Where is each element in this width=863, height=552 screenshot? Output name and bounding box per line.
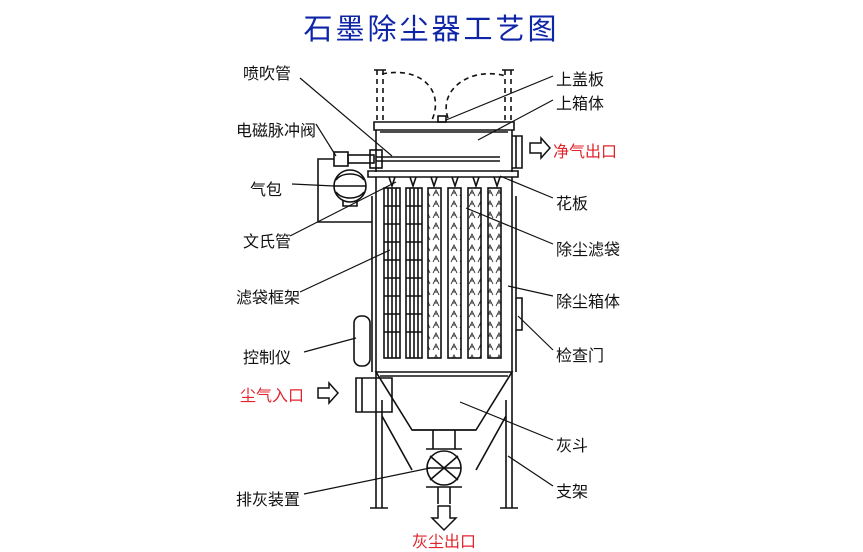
label-pulse-valve: 电磁脉冲阀 <box>236 121 317 140</box>
filter-bag-cage <box>383 187 423 359</box>
controller <box>353 315 371 367</box>
ash-outlet-arrow <box>430 505 458 532</box>
diagram-title: 石墨除尘器工艺图 <box>303 12 560 46</box>
label-ash-outlet: 灰尘出口 <box>412 532 477 551</box>
label-top-cover: 上盖板 <box>556 70 605 89</box>
pulse-valve <box>333 151 349 167</box>
label-filter-bag: 除尘滤袋 <box>556 240 621 259</box>
top-cover-plate <box>373 121 515 131</box>
label-hopper: 灰斗 <box>556 436 589 455</box>
dust-filter-bags <box>427 187 502 359</box>
label-support: 支架 <box>556 482 589 501</box>
label-tube-sheet: 花板 <box>556 194 589 213</box>
label-upper-box: 上箱体 <box>556 94 605 113</box>
inspection-door <box>516 297 523 331</box>
label-clean-gas-outlet: 净气出口 <box>553 142 618 161</box>
dust-box <box>375 177 513 372</box>
label-dust-box: 除尘箱体 <box>556 292 621 311</box>
label-blowpipe: 喷吹管 <box>243 64 292 83</box>
support-legs <box>370 372 518 509</box>
tube-sheet <box>367 170 519 178</box>
discharge-device <box>412 429 476 504</box>
leader-lines <box>289 75 554 495</box>
label-venturi: 文氏管 <box>243 232 292 251</box>
upper-box <box>375 130 513 172</box>
blowpipe <box>376 156 500 162</box>
clean-gas-arrow <box>529 136 552 160</box>
ash-hopper <box>374 371 514 431</box>
label-air-tank: 气包 <box>250 180 283 199</box>
label-dust-gas-inlet: 尘气入口 <box>240 386 305 405</box>
dust-gas-inlet <box>355 377 393 413</box>
venturi-tubes <box>388 176 501 189</box>
clean-gas-outlet-flange <box>512 135 523 169</box>
lifting-guides <box>376 70 512 122</box>
inlet-arrow <box>317 381 340 405</box>
air-tank <box>333 169 367 207</box>
label-controller: 控制仪 <box>243 348 292 367</box>
label-discharge: 排灰装置 <box>236 490 301 509</box>
label-cage: 滤袋框架 <box>236 288 301 307</box>
label-inspection-door: 检查门 <box>556 346 605 365</box>
